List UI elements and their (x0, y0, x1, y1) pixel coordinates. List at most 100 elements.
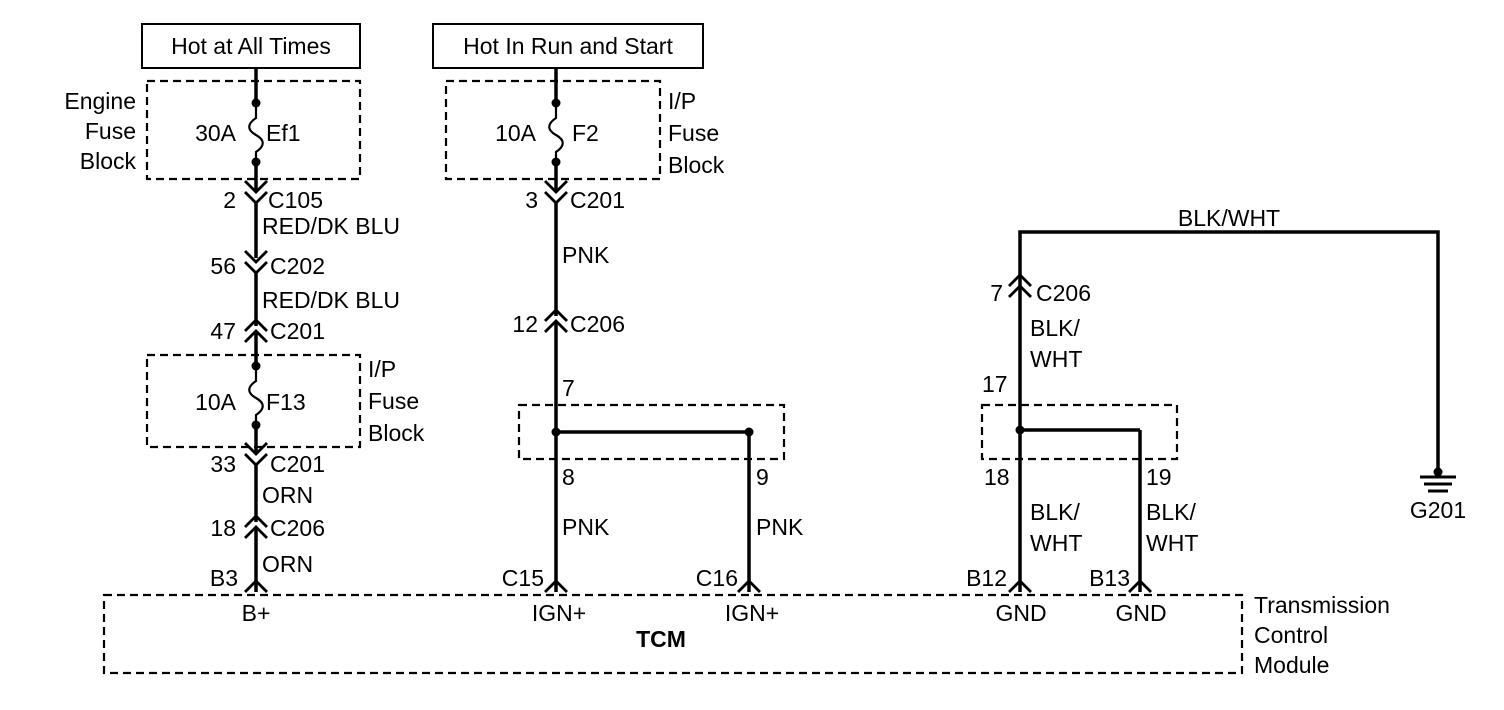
engine-fuse-block-label-1: Engine (64, 88, 136, 114)
ground-wire-top-label: BLK/WHT (1178, 205, 1280, 231)
c206-left-pin: 18 (210, 515, 236, 541)
ground-wire-a-line2: WHT (1030, 530, 1082, 556)
ip-fuse-block-f2-label-3: Block (668, 152, 725, 178)
left-circuit: Engine Fuse Block 30A Ef1 2 C105 RED/DK … (64, 68, 425, 626)
connector-c202: 56 C202 (210, 250, 325, 279)
c206-middle-name: C206 (570, 311, 625, 337)
fuse-f2: 10A F2 (495, 98, 599, 167)
ground-wire-1-line2: WHT (1030, 346, 1082, 372)
c201-left-top-pin: 47 (210, 318, 236, 344)
splice-pack-ground (980, 403, 1179, 461)
fuse-f2-rating: 10A (495, 120, 537, 146)
c105-pin: 2 (223, 187, 236, 213)
c201-middle-name: C201 (570, 187, 625, 213)
c206-middle-pin: 12 (512, 311, 538, 337)
tcm-label-line1: Transmission (1254, 592, 1390, 618)
connector-c201-left-top: 47 C201 (210, 318, 325, 344)
c201-left-bottom-name: C201 (270, 451, 325, 477)
splice-middle-out-b: 9 (756, 464, 769, 490)
tcm-terminal-ign-plus-b: IGN+ (725, 600, 779, 626)
ip-fuse-block-f2-label-1: I/P (668, 88, 696, 114)
fuse-ef1-name: Ef1 (266, 120, 301, 146)
tcm-terminal-b-plus: B+ (242, 600, 271, 626)
tcm-abbrev: TCM (636, 626, 686, 652)
fuse-ef1-rating: 30A (195, 120, 237, 146)
fuse-f13-rating: 10A (195, 389, 237, 415)
ground-circuit: BLK/WHT 7 C206 BLK/ WHT 17 18 19 BLK/ WH… (966, 205, 1466, 626)
c201-left-bottom-pin: 33 (210, 451, 236, 477)
ip-fuse-block-f2-label-2: Fuse (668, 120, 719, 146)
c105-name: C105 (268, 187, 323, 213)
c206-ground-name: C206 (1036, 280, 1091, 306)
tcm-pin-c16: C16 IGN+ (696, 565, 779, 626)
ground-g201-label: G201 (1410, 497, 1466, 523)
splice-middle-out-a: 8 (562, 464, 575, 490)
splice-node-ground (1015, 425, 1025, 435)
tcm-outline (102, 593, 1244, 675)
tcm-terminal-ign-plus-a: IGN+ (532, 600, 586, 626)
connector-c206-middle: 12 C206 (512, 308, 625, 337)
tcm-pin-b3: B3 B+ (210, 565, 271, 626)
middle-wire-pnk-a: PNK (562, 514, 610, 540)
fuse-f2-name: F2 (572, 120, 599, 146)
ip-fuse-block-f13-label-3: Block (368, 420, 425, 446)
c202-name: C202 (270, 253, 325, 279)
tcm-label-line2: Control (1254, 622, 1328, 648)
c201-middle-pin: 3 (525, 187, 538, 213)
fuse-f13: 10A F13 (195, 361, 306, 430)
tcm-terminal-gnd-b: GND (1115, 600, 1166, 626)
tcm-pin-c15: C15 IGN+ (502, 565, 586, 626)
middle-wire-pnk-1: PNK (562, 242, 610, 268)
tcm-pin-b12: B12 GND (966, 565, 1047, 626)
tcm-pin-b13: B13 GND (1089, 565, 1167, 626)
engine-fuse-block-label-3: Block (80, 148, 137, 174)
c206-ground-pin: 7 (990, 280, 1003, 306)
middle-wire-pnk-b: PNK (756, 514, 804, 540)
connector-c105: 2 C105 (223, 180, 323, 213)
splice-node-middle (551, 427, 561, 437)
ip-fuse-block-f13-label-1: I/P (368, 356, 396, 382)
ground-wire-1-line1: BLK/ (1030, 315, 1080, 341)
tcm-pin-b12-label: B12 (966, 565, 1007, 591)
connector-c201-middle: 3 C201 (525, 180, 625, 213)
ground-wire-b-line2: WHT (1146, 530, 1198, 556)
c202-pin: 56 (210, 253, 236, 279)
left-wire-orn-1: ORN (262, 482, 313, 508)
fuse-f13-name: F13 (266, 389, 306, 415)
engine-fuse-block-label-2: Fuse (85, 118, 136, 144)
hot-in-run-start-label: Hot In Run and Start (463, 33, 673, 59)
ip-fuse-block-f2-outline (444, 79, 662, 181)
tcm-pin-c16-label: C16 (696, 565, 738, 591)
left-wire-red-dk-blu-1: RED/DK BLU (262, 213, 400, 239)
hot-at-all-times-label: Hot at All Times (171, 33, 331, 59)
tcm-pin-c15-label: C15 (502, 565, 544, 591)
power-source-hot-at-all-times: Hot at All Times (141, 23, 361, 69)
ground-symbol-icon: G201 (1410, 467, 1466, 523)
splice-ground-in-pin: 17 (982, 371, 1008, 397)
left-wire-red-dk-blu-2: RED/DK BLU (262, 287, 400, 313)
tcm-module: TCM Transmission Control Module (102, 592, 1390, 678)
c201-left-top-name: C201 (270, 318, 325, 344)
tcm-terminal-gnd-a: GND (995, 600, 1046, 626)
ground-wire-a-line1: BLK/ (1030, 499, 1080, 525)
ground-wire-b-line1: BLK/ (1146, 499, 1196, 525)
splice-middle-in-pin: 7 (562, 375, 575, 401)
connector-c206-left: 18 C206 (210, 514, 325, 541)
connector-c201-left-bottom: 33 C201 (210, 442, 325, 477)
ip-fuse-block-f13-outline (145, 353, 362, 449)
ip-fuse-block-f13-label-2: Fuse (368, 388, 419, 414)
tcm-pin-b3-label: B3 (210, 565, 238, 591)
splice-pack-middle (517, 403, 786, 461)
middle-circuit: I/P Fuse Block 10A F2 3 C201 PNK 12 C206… (444, 68, 804, 626)
splice-ground-out-a: 18 (984, 464, 1010, 490)
splice-ground-out-b: 19 (1146, 464, 1172, 490)
power-source-hot-in-run-start: Hot In Run and Start (432, 23, 704, 69)
tcm-pin-b13-label: B13 (1089, 565, 1130, 591)
left-wire-orn-2: ORN (262, 551, 313, 577)
tcm-label-line3: Module (1254, 652, 1329, 678)
engine-fuse-block-outline (145, 79, 362, 181)
connector-c206-ground: 7 C206 (990, 273, 1091, 306)
fuse-ef1: 30A Ef1 (195, 98, 301, 167)
c206-left-name: C206 (270, 515, 325, 541)
